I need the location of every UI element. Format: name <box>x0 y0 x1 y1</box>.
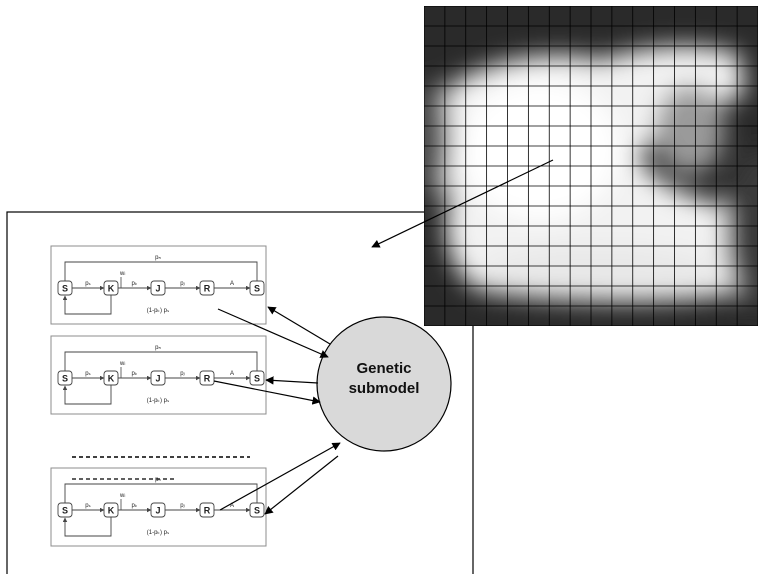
model-frame <box>6 211 474 574</box>
panel1-to-genetic-arrow <box>217 308 329 358</box>
chain-edge-label: pₛ <box>85 371 91 377</box>
panel3-to-genetic-arrow <box>219 442 341 511</box>
stage-node-label: S <box>254 284 260 294</box>
chain-edge-label: pₛ <box>85 281 91 287</box>
chain-edge-label: pₖ <box>132 281 138 287</box>
stage-node-r <box>199 280 215 296</box>
stage-node-j <box>150 280 166 296</box>
stage-node-label: K <box>108 284 115 294</box>
bottom-loop <box>62 295 112 315</box>
bottom-loop <box>62 385 112 405</box>
stage-node-s <box>57 370 73 386</box>
chain-edge-label: A <box>230 503 234 509</box>
chain-edge-label: pⱼ <box>180 281 184 287</box>
stage-node-label: S <box>62 374 68 384</box>
chain-edge-label: A <box>230 371 234 377</box>
stage-node-j <box>150 502 166 518</box>
bottom-edge-label: (1-pₖ) pₛ <box>147 530 169 536</box>
stage-node-label: S <box>62 506 68 516</box>
stage-node-k <box>103 280 119 296</box>
bottom-edge-label: (1-pₖ) pₛ <box>147 308 169 314</box>
stage-node-label: S <box>254 506 260 516</box>
bottom-loop <box>62 517 112 537</box>
stage-node-k <box>103 370 119 386</box>
w-label: wₗ <box>119 361 125 367</box>
stage-node-label: J <box>155 284 160 294</box>
genetic-to-panel3-arrow <box>264 455 339 515</box>
lifecycle-panel-1: pₙ (1-pₖ) pₛ wₗ pₛ pₖ pⱼ A S K J R S <box>50 245 267 325</box>
w-label: wₗ <box>119 271 125 277</box>
top-edge-label: pₙ <box>155 345 161 351</box>
stage-node-s <box>57 502 73 518</box>
genetic-submodel: Genetic submodel <box>316 316 452 452</box>
stage-node-label: R <box>204 374 211 384</box>
lifecycle-panel-3: pₙ (1-pₖ) pₛ wₗ pₛ pₖ pⱼ A S K J R S <box>50 467 267 547</box>
lifecycle-panel-2: pₙ (1-pₖ) pₛ wₗ pₛ pₖ pⱼ A S K J R S <box>50 335 267 415</box>
stage-node-label: R <box>204 506 211 516</box>
stage-node-label: R <box>204 284 211 294</box>
genetic-to-panel2-arrow <box>265 376 319 385</box>
genetic-submodel-label-1: Genetic <box>356 360 411 377</box>
stage-node-k <box>103 502 119 518</box>
top-loop <box>64 483 258 503</box>
genetic-to-panel1-arrow <box>267 306 331 345</box>
chain-edge-label: pₖ <box>132 503 138 509</box>
stage-node-label: J <box>155 374 160 384</box>
cell-to-model-arrow <box>371 159 554 248</box>
chain-edge-label: pₛ <box>85 503 91 509</box>
genetic-submodel-circle <box>316 316 452 452</box>
stage-node-s <box>249 370 265 386</box>
stage-node-label: S <box>254 374 260 384</box>
stage-node-label: J <box>155 506 160 516</box>
panel2-to-genetic-arrow <box>213 380 321 405</box>
stage-node-r <box>199 370 215 386</box>
exchange-arrows <box>213 306 341 515</box>
stage-node-label: K <box>108 374 115 384</box>
top-loop <box>64 351 258 371</box>
stage-node-s <box>57 280 73 296</box>
chain-edge-label: pₖ <box>132 371 138 377</box>
top-edge-label: pₙ <box>155 477 161 483</box>
stage-node-label: K <box>108 506 115 516</box>
stage-node-j <box>150 370 166 386</box>
bottom-edge-label: (1-pₖ) pₛ <box>147 398 169 404</box>
genetic-submodel-label-2: submodel <box>349 380 420 397</box>
chain-edge-label: pⱼ <box>180 503 184 509</box>
top-loop <box>64 261 258 281</box>
stage-node-s <box>249 280 265 296</box>
habitat-map <box>424 6 758 326</box>
top-edge-label: pₙ <box>155 255 161 261</box>
stage-node-s <box>249 502 265 518</box>
stage-node-r <box>199 502 215 518</box>
w-label: wₗ <box>119 493 125 499</box>
chain-edge-label: pⱼ <box>180 371 184 377</box>
stage-node-label: S <box>62 284 68 294</box>
chain-edge-label: A <box>230 281 234 287</box>
